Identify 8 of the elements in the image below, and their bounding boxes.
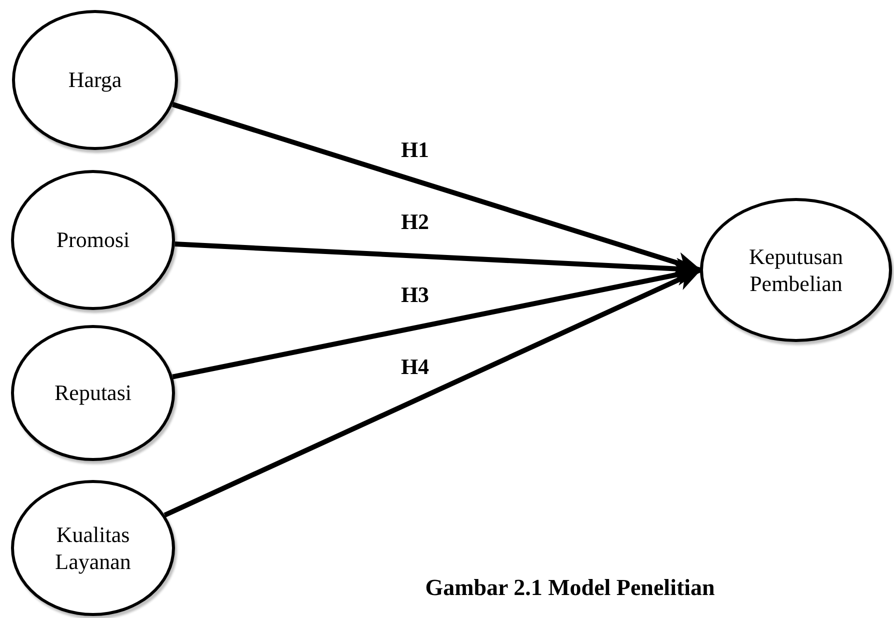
variable-name: Kualitas Layanan <box>54 520 132 576</box>
variable-name: Reputasi <box>54 379 132 407</box>
figure-caption: Gambar 2.1 Model Penelitian <box>424 575 716 601</box>
variable-name: Keputusan Pembelian <box>748 242 844 298</box>
variable-name: Promosi <box>55 226 131 254</box>
arrow <box>174 242 702 280</box>
variable-name: Harga <box>67 66 123 94</box>
arrow <box>172 102 702 274</box>
